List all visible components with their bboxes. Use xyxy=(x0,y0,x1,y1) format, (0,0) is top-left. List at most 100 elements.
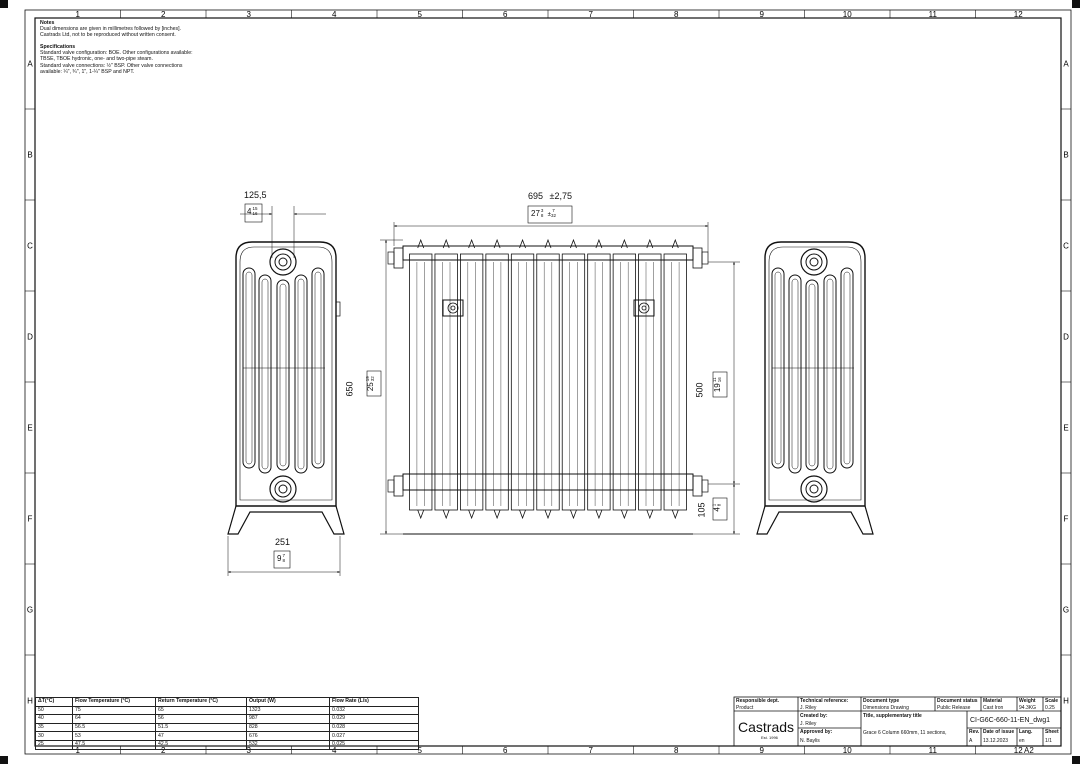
cell: 53 xyxy=(72,731,156,741)
col-return-temp: Return Temperature (°C) xyxy=(155,697,247,707)
cell: 0.032 xyxy=(329,705,419,716)
section-cap xyxy=(493,238,501,249)
grid-col-label-bottom: 7 xyxy=(589,746,594,755)
created-by: J. Riley xyxy=(800,721,817,727)
grid-col-label-bottom: 6 xyxy=(503,746,508,755)
grid-col-label-top: 11 xyxy=(929,10,938,19)
material: Cast Iron xyxy=(983,705,1004,711)
radiator-section xyxy=(536,253,560,511)
cell: 0.025 xyxy=(329,739,419,750)
section-cap xyxy=(442,238,450,249)
cell: 56 xyxy=(155,714,247,724)
radiator-section xyxy=(663,253,687,511)
cell: 0.029 xyxy=(329,714,419,724)
grid-row-label-left: E xyxy=(27,424,32,433)
grid-col-label-top: 5 xyxy=(418,10,423,19)
grid-row-label-right: G xyxy=(1063,606,1069,615)
dim-length-in-den: 8 xyxy=(540,212,544,218)
grid-row-label-right: B xyxy=(1063,151,1068,160)
col-delta-t: ΔT(°C) xyxy=(35,697,73,707)
cell: 0.028 xyxy=(329,722,419,733)
col-flow-temp: Flow Temperature (°C) xyxy=(72,697,156,707)
grid-row-label-left: A xyxy=(27,60,33,69)
grid-row-label-left: B xyxy=(27,151,32,160)
section-cap xyxy=(570,238,577,249)
grid-row-label-right: C xyxy=(1063,242,1069,251)
notes-line: Dual dimensions are given in millimetres… xyxy=(40,26,181,33)
dim-side-depth-in-whole: 4 xyxy=(247,207,252,216)
dim-side-depth-in-num: 15 xyxy=(252,206,258,212)
notes-heading: Notes xyxy=(40,20,55,26)
dim-foot-width-in-num: 7 xyxy=(282,553,285,559)
dim-floor-in-whole: 4 xyxy=(712,507,722,512)
grid-row-label-right: H xyxy=(1063,697,1069,706)
cell: 50 xyxy=(35,705,73,716)
grid-row-label-right: F xyxy=(1064,515,1069,524)
section-cap xyxy=(417,238,425,249)
approved-by: N. Baylis xyxy=(800,738,820,744)
grid-row-label-left: C xyxy=(27,242,33,251)
grid-col-label-bottom: 10 xyxy=(843,746,852,755)
table-row: 30 53 47 676 0.027 xyxy=(35,731,419,741)
notes-block: Notes Dual dimensions are given in milli… xyxy=(40,20,193,75)
document-status: Public Release xyxy=(937,705,971,711)
grid-row-label-left: D xyxy=(27,333,33,342)
technical-ref: J. Riley xyxy=(800,705,817,711)
cell: 30 xyxy=(35,731,73,741)
side-view-left xyxy=(227,241,345,535)
dim-foot-width-in-den: 8 xyxy=(282,557,285,563)
grid-col-label-bottom: 5 xyxy=(418,746,423,755)
cell: 0.027 xyxy=(329,731,419,741)
dim-height-in-den: 32 xyxy=(369,376,375,382)
grid-col-label-bottom: 2 xyxy=(161,746,166,755)
grid-row-label-right: E xyxy=(1063,424,1068,433)
table-header-row: ΔT(°C) Flow Temperature (°C) Return Temp… xyxy=(35,697,419,707)
grid-col-label-bottom: 3 xyxy=(247,746,252,755)
grid-col-label-top: 7 xyxy=(589,10,594,19)
section-cap xyxy=(544,238,552,249)
radiator-section xyxy=(638,253,662,511)
material-label: Material xyxy=(983,698,1002,704)
spec-line: TBSE, TBOE hydronic, one- and two-pipe s… xyxy=(40,56,153,63)
side-view-right xyxy=(756,241,874,535)
cell: 47 xyxy=(155,731,247,741)
cell: 51.5 xyxy=(155,722,247,733)
grid-col-label-top: 6 xyxy=(503,10,508,19)
dim-height-in-whole: 25 xyxy=(365,382,375,392)
dim-centres-in-whole: 19 xyxy=(712,383,722,393)
section-cap xyxy=(595,509,603,520)
approved-by-label: Approved by: xyxy=(800,729,833,735)
date-of-issue: 13.12.2023 xyxy=(983,738,1009,744)
section-cap xyxy=(468,509,476,520)
dim-foot-width-in-whole: 9 xyxy=(277,554,282,563)
spec-line: Standard valve connections: ½" BSP. Othe… xyxy=(40,62,183,69)
grid-col-label-bottom: 12 xyxy=(1014,746,1023,755)
document-number: CI-G6C-660-11-EN_dwg1 xyxy=(970,717,1051,724)
section-cap xyxy=(646,509,654,520)
table-row: 40 64 56 987 0.029 xyxy=(35,714,419,724)
section-cap xyxy=(493,509,501,520)
grid-col-label-top: 12 xyxy=(1014,10,1023,19)
dim-side-depth-mm: 125,5 xyxy=(244,190,267,200)
dim-length-tol: ±2,75 xyxy=(549,191,573,201)
weight: 94.3KG xyxy=(1019,705,1036,711)
section-cap xyxy=(671,238,679,249)
spec-line: Standard valve configuration: BOE. Other… xyxy=(40,50,193,57)
section-cap xyxy=(442,509,450,520)
section-cap xyxy=(570,509,577,520)
grid-row-label-right: D xyxy=(1063,333,1069,342)
radiator-section xyxy=(561,253,586,511)
dim-length-value: 695 xyxy=(528,191,544,201)
grid-row-label-left: F xyxy=(28,515,33,524)
document-status-label: Document status xyxy=(937,698,978,704)
grid-col-label-top: 4 xyxy=(332,10,337,19)
col-output: Output (W) xyxy=(246,697,330,707)
radiator-section xyxy=(587,253,611,511)
sheet-label: Sheet xyxy=(1045,729,1059,735)
weight-label: Weight xyxy=(1019,698,1036,704)
